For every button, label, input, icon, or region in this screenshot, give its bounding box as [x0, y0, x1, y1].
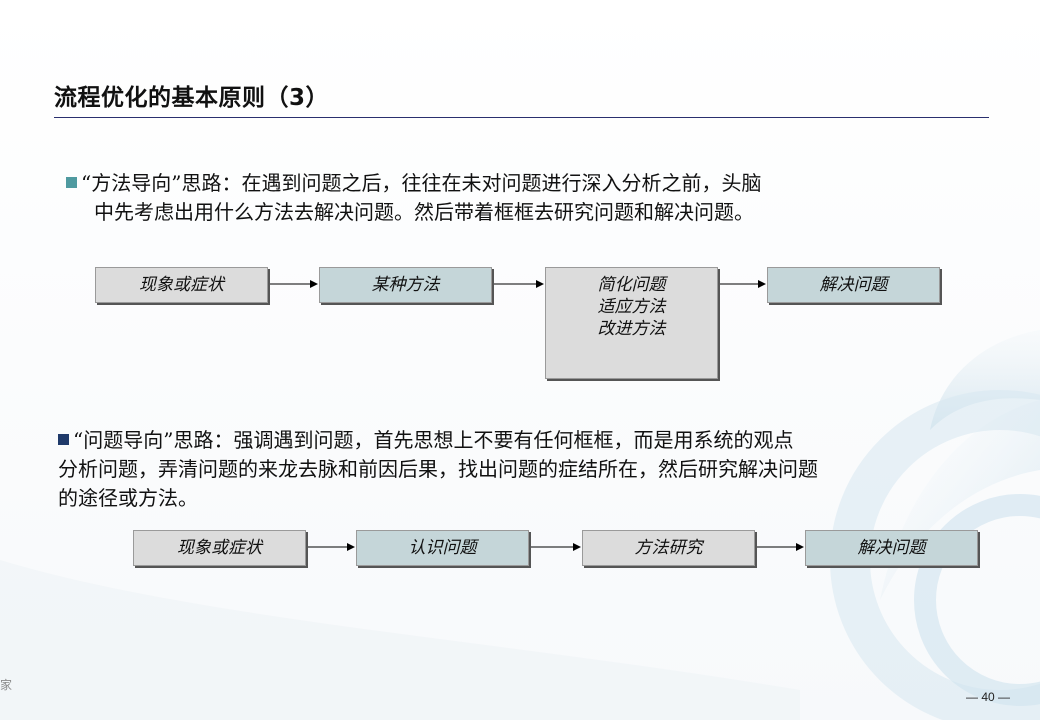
problem-oriented-line2: 分析问题，弄清问题的来龙去脉和前因后果，找出问题的症结所在，然后研究解决问题 — [58, 457, 818, 481]
problem-oriented-paragraph: “问题导向”思路：强调遇到问题，首先思想上不要有任何框框，而是用系统的观点 分析… — [58, 426, 978, 513]
edge-watermark-char: 家 — [0, 678, 13, 692]
page-title: 流程优化的基本原则（3） — [54, 85, 330, 111]
title-divider — [54, 117, 989, 118]
flow1-box-adjust: 简化问题 适应方法 改进方法 — [545, 267, 718, 379]
problem-oriented-line3: 的途径或方法。 — [58, 486, 198, 510]
flow1-box-adjust-line2: 适应方法 — [597, 297, 666, 317]
method-oriented-line2: 中先考虑出用什么方法去解决问题。然后带着框框去研究问题和解决问题。 — [94, 200, 754, 224]
page-number: — 40 — — [966, 690, 1011, 704]
method-oriented-paragraph: “方法导向”思路：在遇到问题之后，往往在未对问题进行深入分析之前，头脑 中先考虑… — [66, 169, 946, 227]
flow2-box-research-label: 方法研究 — [634, 538, 703, 558]
flow1-box-adjust-line1: 简化问题 — [597, 275, 666, 295]
flow1-box-method: 某种方法 — [319, 267, 492, 303]
problem-oriented-line1: “问题导向”思路：强调遇到问题，首先思想上不要有任何框框，而是用系统的观点 — [73, 428, 794, 452]
method-oriented-line1: “方法导向”思路：在遇到问题之后，往往在未对问题进行深入分析之前，头脑 — [81, 171, 762, 195]
flow2-box-symptom-label: 现象或症状 — [177, 538, 262, 558]
square-bullet-icon — [66, 177, 77, 188]
flow1-box-symptom: 现象或症状 — [95, 267, 268, 303]
flow1-box-adjust-line3: 改进方法 — [597, 319, 666, 339]
flow1-box-solve-label: 解决问题 — [819, 275, 888, 295]
flow1-box-method-label: 某种方法 — [371, 275, 440, 295]
flow1-box-solve: 解决问题 — [767, 267, 940, 303]
square-bullet-icon — [58, 434, 69, 445]
flow1-box-symptom-label: 现象或症状 — [139, 275, 224, 295]
flow2-box-understand-label: 认识问题 — [408, 538, 477, 558]
